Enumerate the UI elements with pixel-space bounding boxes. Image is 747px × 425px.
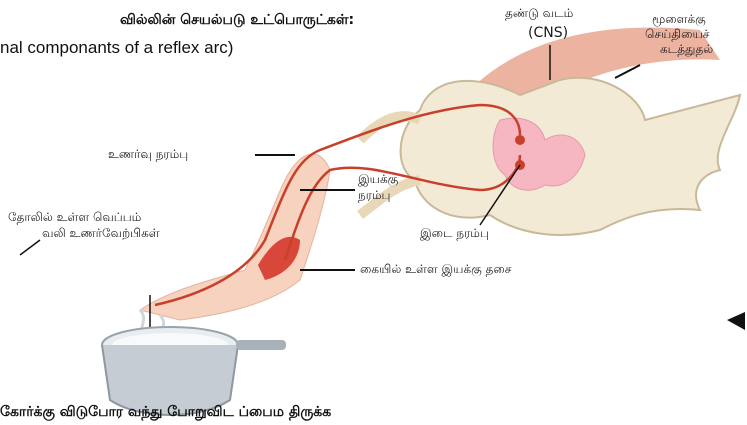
label-sensory-nerve: உணர்வு நரம்பு: [108, 147, 188, 161]
interneuron-node: [515, 135, 525, 145]
label-interneuron: இடை நரம்பு: [420, 226, 489, 240]
receptor-slash: [20, 240, 40, 255]
label-brain-1: மூளைக்கு: [652, 12, 706, 26]
label-cns: (CNS): [528, 26, 568, 40]
label-motor-nerve-1: இயக்கு: [358, 172, 398, 186]
label-brain-2: செய்தியைச்: [645, 27, 709, 41]
page-subtitle: nal componants of a reflex arc): [0, 38, 233, 58]
label-brain-3: கடத்துதல்: [660, 42, 713, 56]
footer-cut-text: கோர்க்கு விடுபோர வந்து போறுவிட ப்பைம திர…: [0, 404, 331, 422]
arm: [140, 154, 330, 320]
label-muscle: கையில் உள்ள இயக்கு தசை: [360, 262, 511, 276]
page-title: வில்லின் செயல்படு உட்பொருட்கள்:: [120, 12, 354, 30]
label-motor-nerve-2: நரம்பு: [358, 188, 390, 202]
label-skin-receptor-2: வலி உணர்வேற்பிகள்: [42, 226, 160, 240]
pot-handle: [236, 340, 286, 350]
corner-mark: [727, 312, 745, 330]
label-spinal-cord: தண்டு வடம்: [505, 6, 573, 20]
label-skin-receptor-1: தோலில் உள்ள வெப்பம்: [8, 210, 141, 224]
